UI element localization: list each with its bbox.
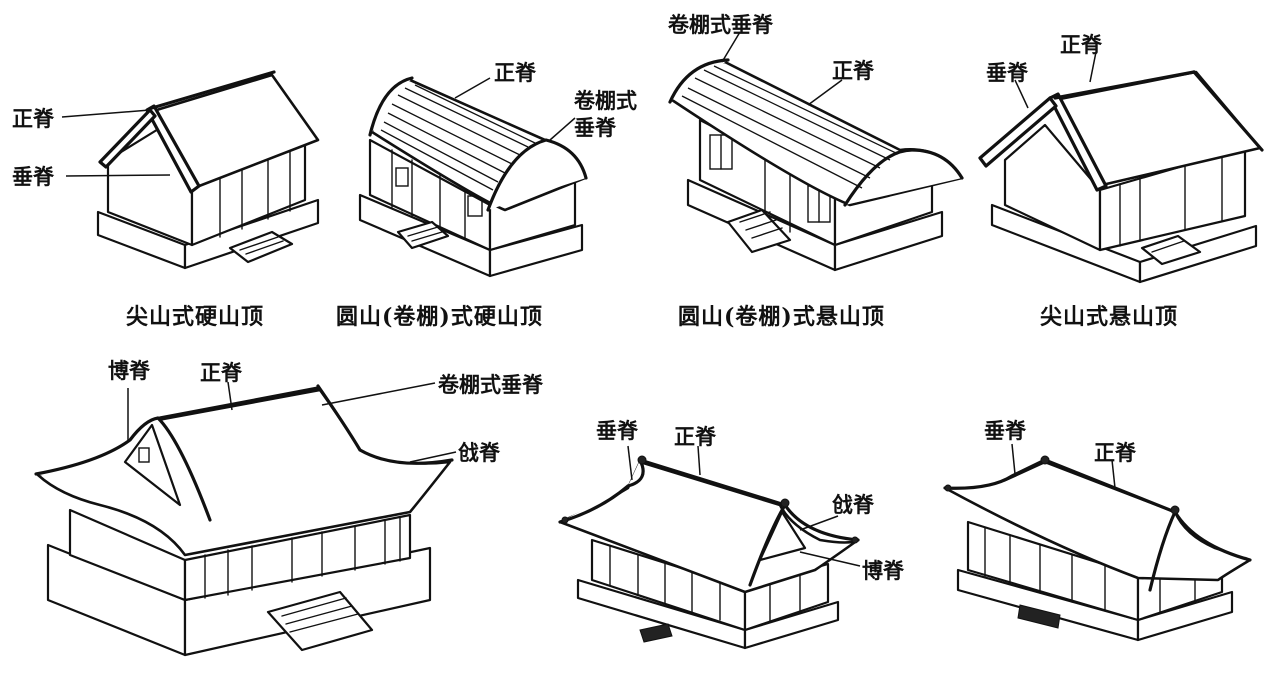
label-gable-ridge: 博脊 — [862, 558, 905, 583]
caption-rolled-gable-hard-hill: 圆山(卷棚)式硬山顶 — [336, 304, 543, 330]
caption-rolled-gable-overhang: 圆山(卷棚)式悬山顶 — [678, 304, 885, 330]
label-ridge-vertical: 垂脊 — [12, 164, 55, 189]
label-ridge-main: 正脊 — [1060, 32, 1103, 57]
label-gable-ridge: 博脊 — [108, 358, 151, 383]
building-rolled-gable-overhang: 卷棚式垂脊 正脊 圆山(卷棚)式悬山顶 — [668, 12, 964, 330]
building-hip-gable-pointed: 垂脊 正脊 戗脊 博脊 — [558, 418, 905, 650]
building-large-hip-gable-rolled: 博脊 正脊 卷棚式垂脊 戗脊 — [34, 358, 544, 657]
label-rolled-ridge-line2: 垂脊 — [574, 115, 617, 140]
label-ridge-main: 正脊 — [832, 58, 875, 83]
building-hip-gable-right: 垂脊 正脊 — [943, 418, 1252, 642]
label-rolled-vertical-ridge: 卷棚式垂脊 — [438, 372, 544, 397]
label-ridge-vertical: 垂脊 — [986, 60, 1029, 85]
label-ridge-vertical: 垂脊 — [984, 418, 1027, 443]
label-ridge-main: 正脊 — [12, 106, 55, 131]
caption-pointed-gable-overhang: 尖山式悬山顶 — [1040, 304, 1178, 330]
label-rolled-vertical-ridge: 卷棚式垂脊 — [668, 12, 774, 37]
building-pointed-gable-hard-hill: 正脊 垂脊 尖山式硬山顶 — [12, 70, 320, 330]
building-pointed-gable-overhang: 垂脊 正脊 尖山式悬山顶 — [978, 32, 1264, 330]
label-rolled-ridge-line1: 卷棚式 — [574, 88, 637, 113]
caption-pointed-gable-hard-hill: 尖山式硬山顶 — [126, 304, 264, 330]
label-ridge-main: 正脊 — [200, 360, 243, 385]
label-diagonal-ridge: 戗脊 — [832, 492, 875, 517]
label-diagonal-ridge: 戗脊 — [458, 440, 501, 465]
label-ridge-main: 正脊 — [674, 424, 717, 449]
label-ridge-main: 正脊 — [1094, 440, 1137, 465]
building-rolled-gable-hard-hill: 正脊 卷棚式 垂脊 圆山(卷棚)式硬山顶 — [336, 60, 637, 330]
label-ridge-vertical: 垂脊 — [596, 418, 639, 443]
label-ridge-main: 正脊 — [494, 60, 537, 85]
